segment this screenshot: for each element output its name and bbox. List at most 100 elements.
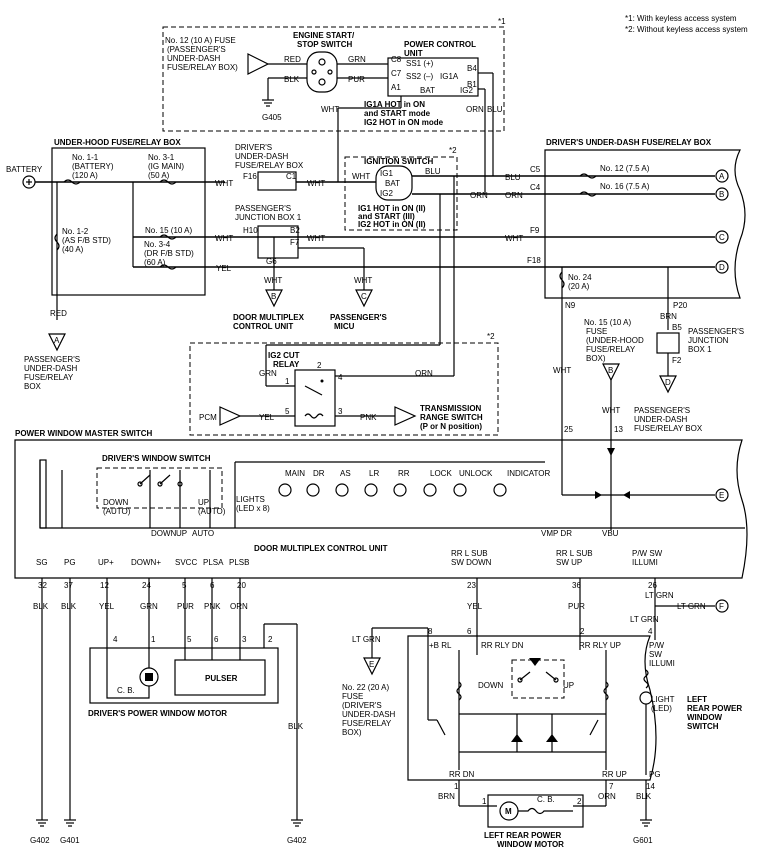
svg-text:C1: C1 (286, 172, 297, 181)
svg-text:(DRIVER'S: (DRIVER'S (342, 701, 382, 710)
svg-text:UP: UP (198, 498, 209, 507)
diode-dn-icon (511, 734, 523, 742)
svg-text:(BATTERY): (BATTERY) (72, 162, 114, 171)
led-lock: LOCK (423, 469, 452, 497)
svg-text:N9: N9 (565, 301, 576, 310)
svg-text:FUSE/RELAY: FUSE/RELAY (24, 373, 74, 382)
svg-text:No. 1-2: No. 1-2 (62, 227, 89, 236)
svg-text:YEL: YEL (259, 413, 275, 422)
keyless-dashed-box (162, 26, 505, 132)
svg-text:WHT: WHT (352, 172, 370, 181)
led-lr-icon (364, 483, 378, 497)
svg-text:BRN: BRN (438, 792, 455, 801)
svg-text:PASSENGER'S: PASSENGER'S (688, 327, 744, 336)
conn-f-icon (715, 599, 729, 613)
svg-text:JUNCTION: JUNCTION (688, 336, 729, 345)
svg-text:BLK: BLK (636, 792, 652, 801)
svg-text:2: 2 (317, 361, 322, 370)
conn-e-icon (715, 488, 729, 502)
svg-text:SW DOWN: SW DOWN (451, 558, 492, 567)
svg-text:BRN: BRN (660, 312, 677, 321)
svg-text:M: M (505, 807, 512, 816)
svg-text:26: 26 (648, 581, 657, 590)
svg-text:G401: G401 (60, 836, 80, 845)
svg-text:4: 4 (113, 635, 118, 644)
svg-text:PLSA: PLSA (203, 558, 224, 567)
svg-text:MAIN: MAIN (285, 469, 305, 478)
svg-text:C: C (361, 292, 367, 301)
svg-text:WINDOW: WINDOW (687, 713, 723, 722)
svg-text:LT GRN: LT GRN (645, 591, 674, 600)
svg-text:No. 1-1: No. 1-1 (72, 153, 99, 162)
svg-text:BLU: BLU (505, 173, 521, 182)
svg-text:C. B.: C. B. (537, 795, 555, 804)
svg-text:1: 1 (454, 782, 459, 791)
svg-text:B: B (608, 366, 613, 375)
connector-e-icon (363, 657, 381, 676)
svg-text:C7: C7 (391, 69, 402, 78)
conn-b-right-icon (715, 187, 729, 201)
svg-text:BLK: BLK (61, 602, 77, 611)
footnote-2: *2: Without keyless access system (625, 25, 748, 34)
svg-text:1: 1 (285, 377, 290, 386)
svg-text:G402: G402 (30, 836, 50, 845)
svg-text:IGNITION SWITCH: IGNITION SWITCH (364, 157, 434, 166)
svg-text:YEL: YEL (467, 602, 483, 611)
svg-text:DOOR MULTIPLEX CONTROL UNIT: DOOR MULTIPLEX CONTROL UNIT (254, 544, 388, 553)
driver-udb-box (544, 149, 746, 299)
star1-label: *1 (498, 17, 506, 26)
svg-text:*2: *2 (449, 146, 457, 155)
svg-text:UNDER-DASH: UNDER-DASH (634, 415, 688, 424)
trs-arrow-icon (394, 406, 417, 426)
svg-text:WHT: WHT (307, 234, 325, 243)
pulser-box (174, 659, 266, 696)
svg-text:SWITCH: SWITCH (687, 722, 719, 731)
conn-c-right-icon (715, 230, 729, 244)
svg-text:PUR: PUR (177, 602, 194, 611)
svg-text:WHT: WHT (264, 276, 282, 285)
svg-text:D: D (719, 263, 725, 272)
svg-text:F2: F2 (672, 356, 682, 365)
ig2-cut-relay-section: *2 IG2 CUT RELAY GRN 1 4 2 ORN PCM YEL 5… (189, 332, 499, 436)
svg-text:25: 25 (564, 425, 573, 434)
svg-text:B1: B1 (467, 80, 477, 89)
led-unlock-icon (453, 483, 467, 497)
svg-text:F16: F16 (243, 172, 257, 181)
svg-text:No. 15 (10 A): No. 15 (10 A) (145, 226, 192, 235)
svg-text:No. 3-4: No. 3-4 (144, 240, 171, 249)
svg-text:DOWN: DOWN (103, 498, 129, 507)
led-unlock: UNLOCK (453, 469, 493, 497)
engine-start-stop-switch (306, 51, 338, 93)
svg-text:ORN: ORN (470, 191, 488, 200)
svg-text:36: 36 (572, 581, 581, 590)
svg-text:2: 2 (268, 635, 273, 644)
svg-text:No. 15 (10 A): No. 15 (10 A) (584, 318, 631, 327)
svg-text:BAT: BAT (420, 86, 435, 95)
svg-text:20: 20 (237, 581, 246, 590)
conn-d-right-icon (715, 260, 729, 274)
svg-text:BATTERY: BATTERY (6, 165, 43, 174)
svg-text:(50 A): (50 A) (148, 171, 170, 180)
svg-text:PNK: PNK (204, 602, 221, 611)
svg-text:YEL: YEL (99, 602, 115, 611)
svg-text:3: 3 (242, 635, 247, 644)
svg-text:RR RLY DN: RR RLY DN (481, 641, 524, 650)
dn-relay-coil-icon (456, 681, 462, 701)
connector-b-icon (265, 289, 283, 308)
svg-text:(60 A): (60 A) (144, 258, 166, 267)
svg-text:and START mode: and START mode (364, 109, 431, 118)
svg-text:ORN: ORN (598, 792, 616, 801)
fuse-3-1-icon (159, 179, 177, 185)
svg-text:B4: B4 (467, 64, 477, 73)
svg-text:UNDER-DASH: UNDER-DASH (342, 710, 396, 719)
svg-text:P20: P20 (673, 301, 688, 310)
led-as: AS (335, 469, 351, 497)
svg-text:GRN: GRN (140, 602, 158, 611)
pcm-arrow-icon (219, 406, 242, 426)
svg-text:UNLOCK: UNLOCK (459, 469, 493, 478)
under-hood-fuse-box (51, 147, 206, 296)
svg-text:PG: PG (649, 770, 661, 779)
svg-text:BLK: BLK (284, 75, 300, 84)
passenger-junction-box-1 (257, 225, 299, 259)
svg-text:RED: RED (284, 55, 301, 64)
